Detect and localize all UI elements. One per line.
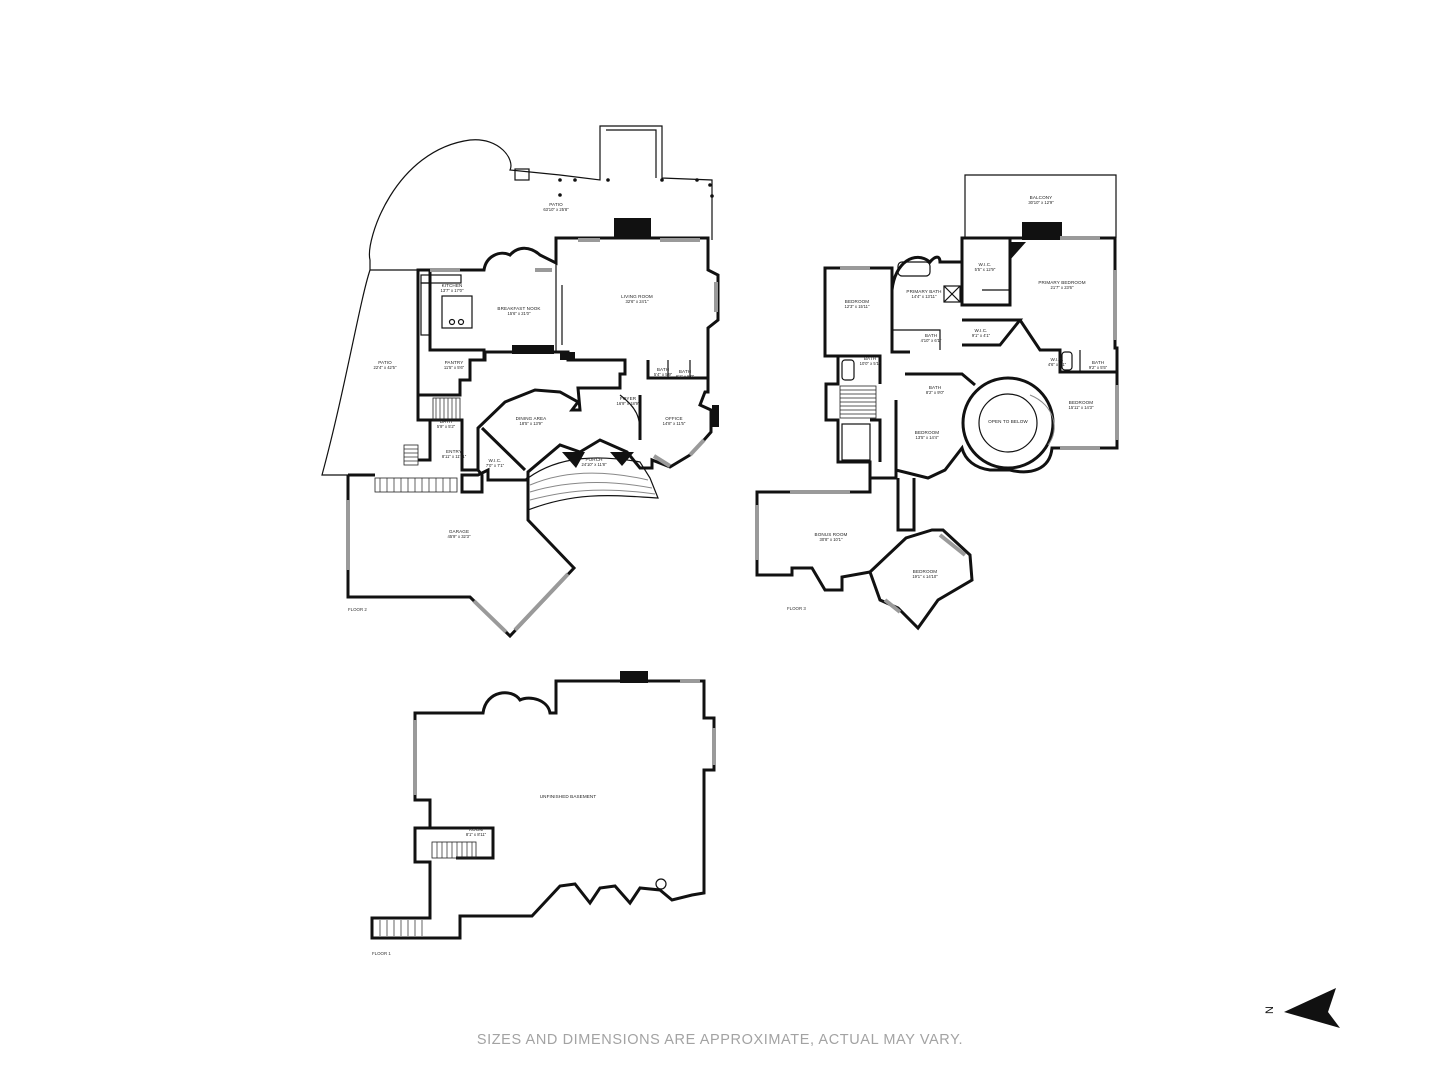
stairs-floor3 (839, 385, 877, 419)
room-label: BATH (440, 419, 452, 424)
room-dims: 19'1" x 14'10" (912, 574, 938, 579)
north-arrow-icon (1284, 988, 1340, 1028)
room-label: GARAGE (449, 529, 469, 534)
room-label: ROOM (469, 827, 484, 832)
room-dims: 13'7" x 17'0" (441, 288, 464, 293)
room-label: BEDROOM (845, 299, 870, 304)
room-dims: 12'3" x 15'11" (845, 304, 870, 309)
room-dims: 8'1" x 8'11" (466, 832, 487, 837)
room-dims: 32'6" x 24'1" (626, 299, 649, 304)
room-dims: 5'9" x 5'2" (437, 424, 456, 429)
stairs-floor2-back (432, 397, 461, 421)
room-label: DINING AREA (516, 416, 548, 421)
room-dims: 45'9" x 32'3" (448, 534, 471, 539)
floor-label: FLOOR 1 (372, 951, 391, 956)
room-label: W.I.C. (978, 262, 991, 267)
disclaimer-text: SIZES AND DIMENSIONS ARE APPROXIMATE, AC… (476, 1032, 964, 1048)
room-label: PRIMARY BEDROOM (1038, 280, 1085, 285)
room-dims: 15'6" x 21'0" (508, 311, 531, 316)
windows-floor2 (346, 238, 718, 570)
room-label: BATH (1092, 360, 1104, 365)
room-dims: 4'6" x 5'1" (1048, 362, 1067, 367)
room-dims: 6'1" x 5'0" (676, 374, 695, 379)
room-dims: 18'5" x 13'9" (520, 421, 543, 426)
room-dims: 30'8" x 10'1" (820, 537, 843, 542)
room-dims: 24'10" x 11'8" (582, 462, 607, 467)
room-dims: 13'5" x 14'4" (916, 435, 939, 440)
room-dims: 14'4" x 13'11" (912, 294, 937, 299)
compass-north-label: N (1263, 1006, 1276, 1014)
room-dims: 8'11" x 11'11" (442, 454, 467, 459)
room-dims: 22'4" x 42'5" (374, 365, 397, 370)
room-dims: 8'2" x 9'0" (926, 390, 945, 395)
room-dims: 9'2" x 5'5" (1089, 365, 1108, 370)
room-dims: 14'8" x 11'5" (663, 421, 686, 426)
room-label: BALCONY (1030, 195, 1053, 200)
room-dims: 16'9" x 18'9" (617, 401, 640, 406)
floor-label: FLOOR 2 (348, 607, 367, 612)
stairs-floor2-garage (374, 477, 458, 493)
stairs-floor2-entry (403, 444, 419, 466)
room-dims: 5'4" x 5'9" (654, 372, 673, 377)
room-label: BATH (679, 369, 691, 374)
room-label: OFFICE (665, 416, 682, 421)
room-label: BATH (864, 356, 876, 361)
room-dims: 5'5" x 12'9" (975, 267, 996, 272)
room-label: PANTRY (445, 360, 464, 365)
room-dims: 63'10" x 25'8" (543, 207, 569, 212)
room-label: FOYER (620, 396, 637, 401)
floor-3-plan: BALCONY 30'10" x 12'9" BEDROOM 12'3" x 1… (755, 174, 1119, 631)
room-dims: 15'11" x 14'3" (1069, 405, 1094, 410)
room-label: W.I.C. (488, 458, 501, 463)
room-dims: 4'10" x 6'1" (921, 338, 942, 343)
windows-floor3 (755, 236, 1119, 614)
room-label: ENTRY (446, 449, 462, 454)
room-label: BEDROOM (1069, 400, 1094, 405)
room-label: BREAKFAST NOOK (497, 306, 541, 311)
floor-label: FLOOR 3 (787, 606, 806, 611)
room-label: W.I.C. (974, 328, 987, 333)
room-label: BATH (925, 333, 937, 338)
room-label: LIVING ROOM (621, 294, 653, 299)
room-label: PATIO (549, 202, 563, 207)
room-label: KITCHEN (442, 283, 463, 288)
room-label: W.I.C. (1050, 357, 1063, 362)
room-label: UNFINISHED BASEMENT (540, 794, 597, 799)
stairs-floor1-exterior (379, 920, 423, 936)
room-label: PRIMARY BATH (906, 289, 941, 294)
room-label: BEDROOM (913, 569, 938, 574)
stairs-floor1-room (431, 841, 477, 859)
room-dims: 7'0" x 7'1" (486, 463, 505, 468)
floor-2-plan: PATIO 63'10" x 25'8" KITCHEN 13'7" x 17'… (321, 125, 720, 639)
room-dims: 21'7" x 23'6" (1051, 285, 1074, 290)
room-label: BATH (657, 367, 669, 372)
room-label: BEDROOM (915, 430, 940, 435)
room-dims: 30'10" x 12'9" (1028, 200, 1054, 205)
floor-1-plan: UNFINISHED BASEMENT ROOM 8'1" x 8'11" FL… (370, 671, 716, 956)
room-label: PORCH (585, 457, 602, 462)
room-label: BATH (929, 385, 941, 390)
room-dims: 9'1" x 4'1" (972, 333, 991, 338)
windows-floor1 (413, 679, 716, 795)
room-label: PATIO (378, 360, 392, 365)
room-dims: 10'0" x 5'1" (860, 361, 881, 366)
room-label: BONUS ROOM (815, 532, 848, 537)
room-dims: 11'5" x 5'6" (444, 365, 465, 370)
room-label: OPEN TO BELOW (988, 419, 1028, 424)
